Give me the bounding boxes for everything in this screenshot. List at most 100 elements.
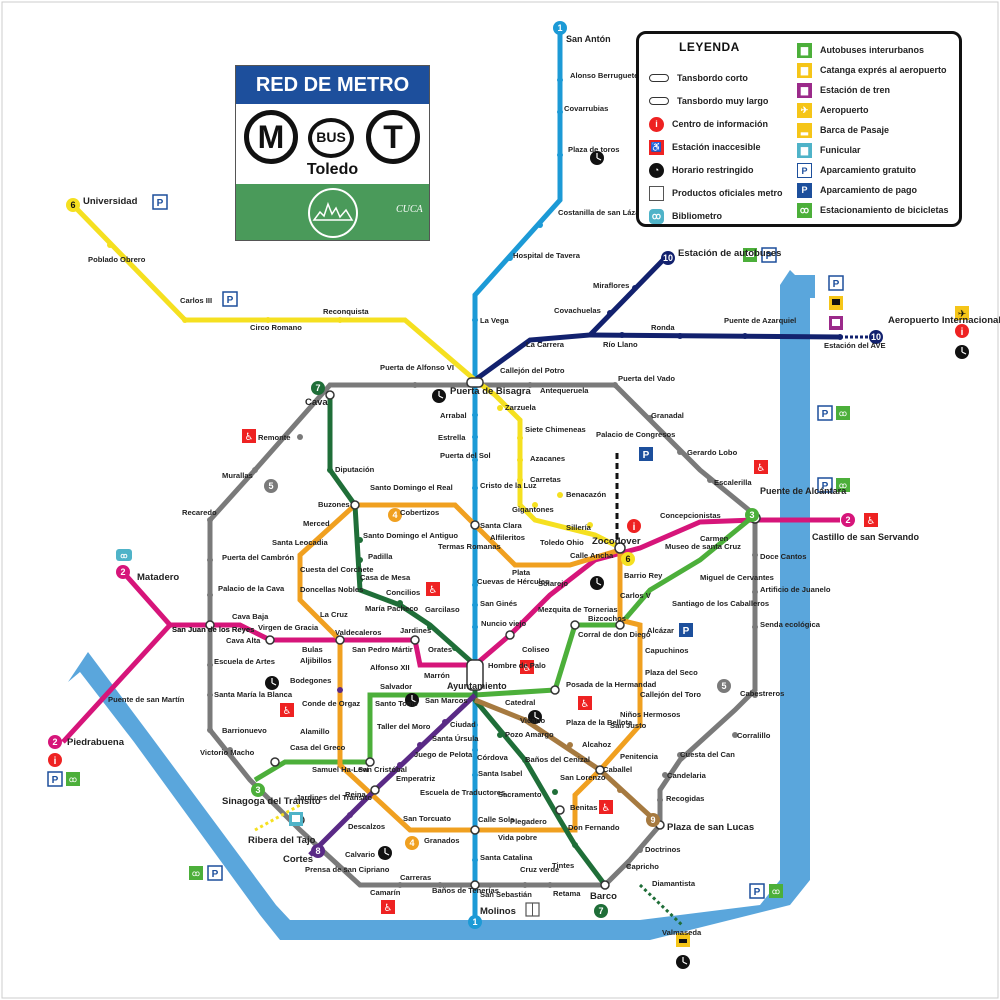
- station-label[interactable]: Corralillo: [737, 731, 771, 740]
- station-label[interactable]: Castillo de san Servando: [812, 532, 920, 542]
- station-label[interactable]: Puerta de Bisagra: [450, 386, 531, 397]
- station-label[interactable]: Samuel Ha-Leví: [312, 765, 369, 774]
- station-label[interactable]: Universidad: [83, 196, 138, 207]
- station-label[interactable]: Río Llano: [603, 340, 638, 349]
- station-label[interactable]: Alfonso XII: [370, 663, 410, 672]
- station-label[interactable]: Bodegones: [290, 676, 331, 685]
- station-label[interactable]: Coliseo: [522, 645, 550, 654]
- station-label[interactable]: Escuela de Artes: [214, 657, 275, 666]
- station-label[interactable]: Puente de Azarquiel: [724, 316, 796, 325]
- station-label[interactable]: La Carrera: [526, 340, 565, 349]
- station-label[interactable]: Carlos III: [180, 296, 212, 305]
- station-label[interactable]: Padilla: [368, 552, 393, 561]
- station-label[interactable]: Cristo de la Luz: [480, 481, 537, 490]
- station-label[interactable]: Recogidas: [666, 794, 704, 803]
- station-label[interactable]: Santa Úrsula: [432, 734, 479, 743]
- station-label[interactable]: Doctrinos: [645, 845, 680, 854]
- station-label[interactable]: Calvario: [345, 850, 375, 859]
- station-label[interactable]: Puente de san Martín: [108, 695, 185, 704]
- station-label[interactable]: Alamillo: [300, 727, 330, 736]
- station-label[interactable]: Arrabal: [440, 411, 467, 420]
- station-label[interactable]: Don Fernando: [568, 823, 620, 832]
- station-label[interactable]: Garcilaso: [425, 605, 460, 614]
- station-label[interactable]: Plaza de la Bellota: [566, 718, 633, 727]
- station-label[interactable]: Candelaria: [667, 771, 707, 780]
- station-label[interactable]: Carretas: [530, 475, 561, 484]
- station-label[interactable]: Penitencia: [620, 752, 659, 761]
- station-label[interactable]: Puerta del Cambrón: [222, 553, 295, 562]
- station-label[interactable]: Juego de Pelota: [414, 750, 473, 759]
- station-label[interactable]: Alcahoz: [582, 740, 611, 749]
- station-label[interactable]: Cava Alta: [226, 636, 261, 645]
- station-label[interactable]: San Ginés: [480, 599, 517, 608]
- station-label[interactable]: Ciudad: [450, 720, 476, 729]
- station-label[interactable]: Ronda: [651, 323, 675, 332]
- station-label[interactable]: San Juan de los Reyes: [172, 625, 254, 634]
- station-label[interactable]: Bizcochos: [588, 614, 626, 623]
- station-label[interactable]: Plaza de san Lucas: [667, 822, 754, 833]
- station-label[interactable]: Reconquista: [323, 307, 369, 316]
- station-label[interactable]: Posada de la Hermandad: [566, 680, 657, 689]
- station-label[interactable]: Tintes: [552, 861, 574, 870]
- station-label[interactable]: Jardines: [400, 626, 431, 635]
- station-label[interactable]: San Marcos: [425, 696, 468, 705]
- station-label[interactable]: San Lorenzo: [560, 773, 606, 782]
- station-label[interactable]: San Pedro Mártir: [352, 645, 413, 654]
- station-label[interactable]: Siete Chimeneas: [525, 425, 586, 434]
- station-label[interactable]: Doce Cantos: [760, 552, 806, 561]
- station-label[interactable]: Sillería: [566, 523, 592, 532]
- station-label[interactable]: Artificio de Juanelo: [760, 585, 831, 594]
- station-label[interactable]: Miguel de Cervantes: [700, 573, 774, 582]
- station-label[interactable]: Orates: [428, 645, 452, 654]
- station-label[interactable]: Estrella: [438, 433, 466, 442]
- station-label[interactable]: Baños de Tenerías: [432, 886, 499, 895]
- station-label[interactable]: Puente de Alcántara: [760, 486, 847, 496]
- station-label[interactable]: San Antón: [566, 34, 611, 44]
- station-label[interactable]: Diamantista: [652, 879, 696, 888]
- station-label[interactable]: Barrio Rey: [624, 571, 663, 580]
- station-label[interactable]: Aeropuerto Internacional "Río Chico" T1: [888, 315, 1000, 326]
- station-label[interactable]: Cruz verde: [520, 865, 559, 874]
- station-label[interactable]: Cuesta del Corchete: [300, 565, 373, 574]
- station-label[interactable]: Santa Leocadia: [272, 538, 328, 547]
- station-label[interactable]: Hospital de Tavera: [513, 251, 581, 260]
- station-label[interactable]: Sinagoga del Tránsito: [222, 796, 321, 807]
- station-label[interactable]: Gerardo Lobo: [687, 448, 738, 457]
- station-label[interactable]: Emperatriz: [396, 774, 435, 783]
- station-label[interactable]: Solarejo: [538, 579, 568, 588]
- station-label[interactable]: Calle Sola: [478, 815, 515, 824]
- station-label[interactable]: Escuela de Traductores: [420, 788, 505, 797]
- station-label[interactable]: Matadero: [137, 572, 179, 583]
- station-label[interactable]: Santa Catalina: [480, 853, 533, 862]
- station-label[interactable]: Remonte: [258, 433, 291, 442]
- station-label[interactable]: Termas Romanas: [438, 542, 501, 551]
- station-label[interactable]: Plaza de toros: [568, 145, 619, 154]
- station-label[interactable]: Sacramento: [498, 790, 542, 799]
- station-label[interactable]: Baños del Cenizal: [525, 755, 590, 764]
- station-label[interactable]: Santiago de los Caballeros: [672, 599, 769, 608]
- station-label[interactable]: Prensa de san Cipriano: [305, 865, 390, 874]
- station-label[interactable]: Plaza del Seco: [645, 668, 698, 677]
- station-label[interactable]: Piedrabuena: [67, 737, 125, 748]
- station-label[interactable]: Capricho: [626, 862, 659, 871]
- station-label[interactable]: Buzones: [318, 500, 350, 509]
- station-label[interactable]: Carlos V: [620, 591, 652, 600]
- station-label[interactable]: Descalzos: [348, 822, 385, 831]
- station-label[interactable]: Casa de Mesa: [360, 573, 411, 582]
- station-label[interactable]: Benacazón: [566, 490, 606, 499]
- station-label[interactable]: Murallas: [222, 471, 253, 480]
- station-label[interactable]: Cabestreros: [740, 689, 784, 698]
- station-label[interactable]: Corral de don Diego: [578, 630, 651, 639]
- station-label[interactable]: Diputación: [335, 465, 375, 474]
- station-label[interactable]: Senda ecológica: [760, 620, 821, 629]
- station-label[interactable]: Mezquita de Tornerias: [538, 605, 618, 614]
- station-label[interactable]: Alonso Berruguete: [570, 71, 638, 80]
- station-label[interactable]: Poblado Obrero: [88, 255, 146, 264]
- station-label[interactable]: Taller del Moro: [377, 722, 431, 731]
- station-label[interactable]: Niños Hermosos: [620, 710, 680, 719]
- station-label[interactable]: Santo Tomé: [375, 699, 418, 708]
- station-label[interactable]: Granadal: [651, 411, 684, 420]
- station-label[interactable]: Caballel: [603, 765, 632, 774]
- station-label[interactable]: Costanilla de san Lázaro: [558, 208, 647, 217]
- station-label[interactable]: Benitas: [570, 803, 597, 812]
